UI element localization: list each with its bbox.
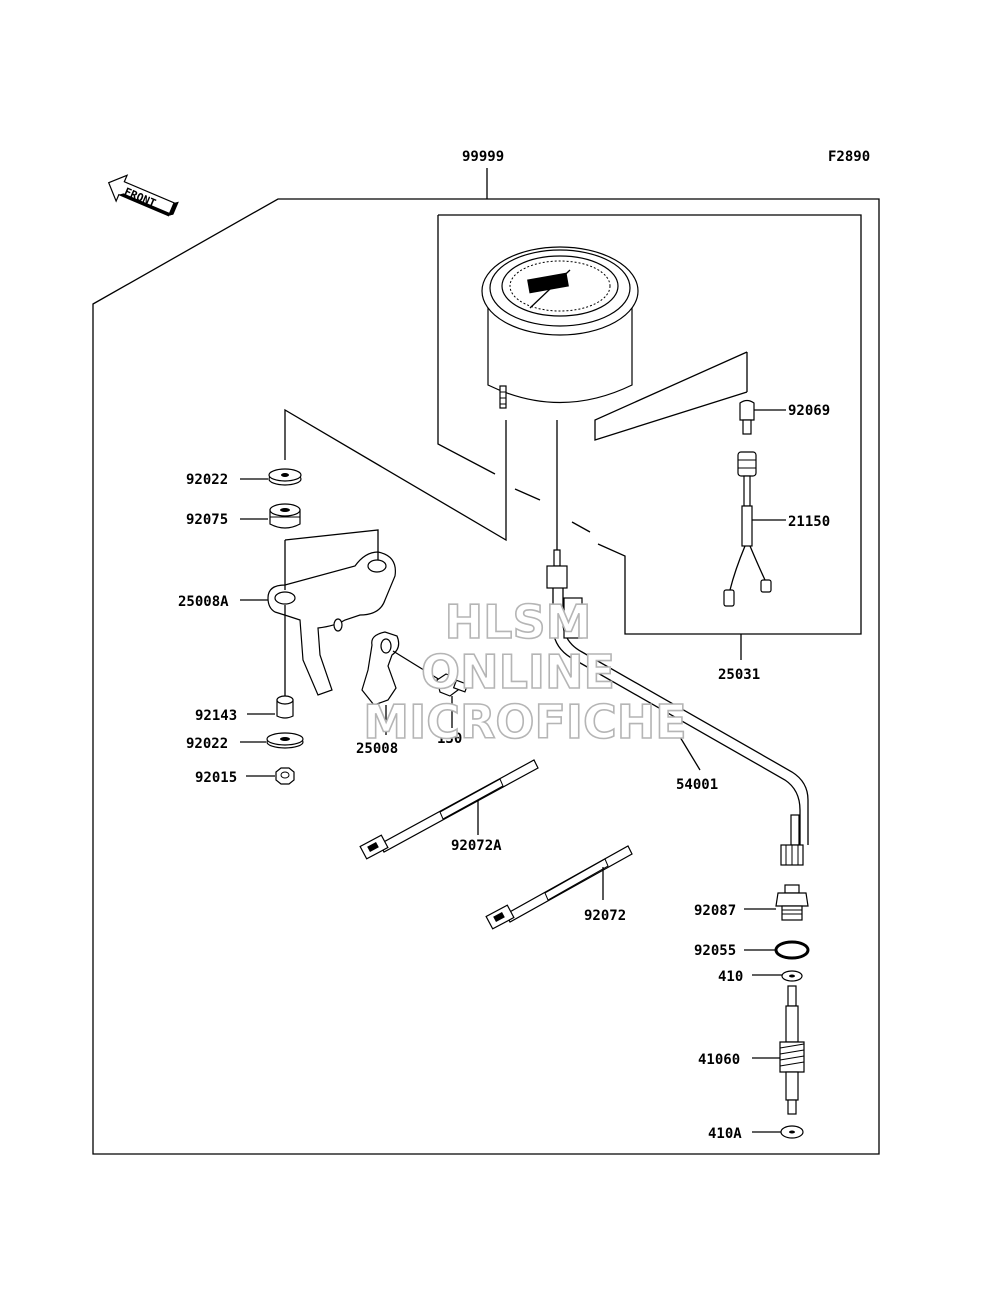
part-92075-label: 92075	[186, 512, 228, 528]
part-410A-label: 410A	[708, 1126, 742, 1142]
watermark-line-3: MICROFICHE	[363, 695, 686, 749]
socket-21150	[723, 451, 772, 607]
part-99999-label: 99999	[462, 149, 504, 165]
part-54001-label: 54001	[676, 777, 718, 793]
nut-92015	[275, 767, 295, 785]
part-25031-label: 25031	[718, 667, 760, 683]
part-410-label: 410	[718, 969, 743, 985]
clamp-25008	[361, 631, 400, 706]
part-41060-label: 41060	[698, 1052, 740, 1068]
grommet-92075	[269, 503, 301, 529]
speedometer	[481, 246, 639, 409]
part-25008-label: 25008	[356, 741, 398, 757]
watermark-line-1: HLSM	[445, 595, 592, 649]
part-92072-label: 92072	[584, 908, 626, 924]
assembly-outline	[92, 168, 880, 1155]
part-92072A-label: 92072A	[451, 838, 502, 854]
front-arrow-icon: FRONT	[107, 174, 179, 217]
watermark-line-2: ONLINE	[421, 645, 615, 699]
part-92022-upper-label: 92022	[186, 472, 228, 488]
part-92087-label: 92087	[694, 903, 736, 919]
bracket-25008A	[267, 551, 396, 696]
washer-410	[781, 970, 803, 982]
cable-tie-92072	[485, 845, 633, 930]
part-21150-label: 21150	[788, 514, 830, 530]
part-25008A-label: 25008A	[178, 594, 229, 610]
bulb-92069	[739, 399, 755, 435]
part-92015-label: 92015	[195, 770, 237, 786]
cable-54001	[546, 420, 809, 866]
part-92069-label: 92069	[788, 403, 830, 419]
meter-assembly-outline	[437, 214, 862, 660]
washer-410A	[780, 1125, 804, 1139]
washer-92022-lower	[266, 732, 304, 749]
washer-92022-upper	[268, 468, 302, 486]
gear-shaft-41060	[779, 985, 805, 1115]
cable-tie-92072A	[359, 759, 539, 860]
part-92055-label: 92055	[694, 943, 736, 959]
part-130-label: 130	[437, 731, 462, 747]
figure-code: F2890	[828, 149, 870, 165]
fitting-92087	[775, 884, 809, 921]
watermark: HLSM ONLINE MICROFICHE	[362, 594, 687, 750]
collar-92143	[276, 695, 294, 719]
part-92143-label: 92143	[195, 708, 237, 724]
bolt-130	[436, 673, 469, 697]
o-ring-92055	[774, 940, 810, 960]
part-92022-lower-label: 92022	[186, 736, 228, 752]
